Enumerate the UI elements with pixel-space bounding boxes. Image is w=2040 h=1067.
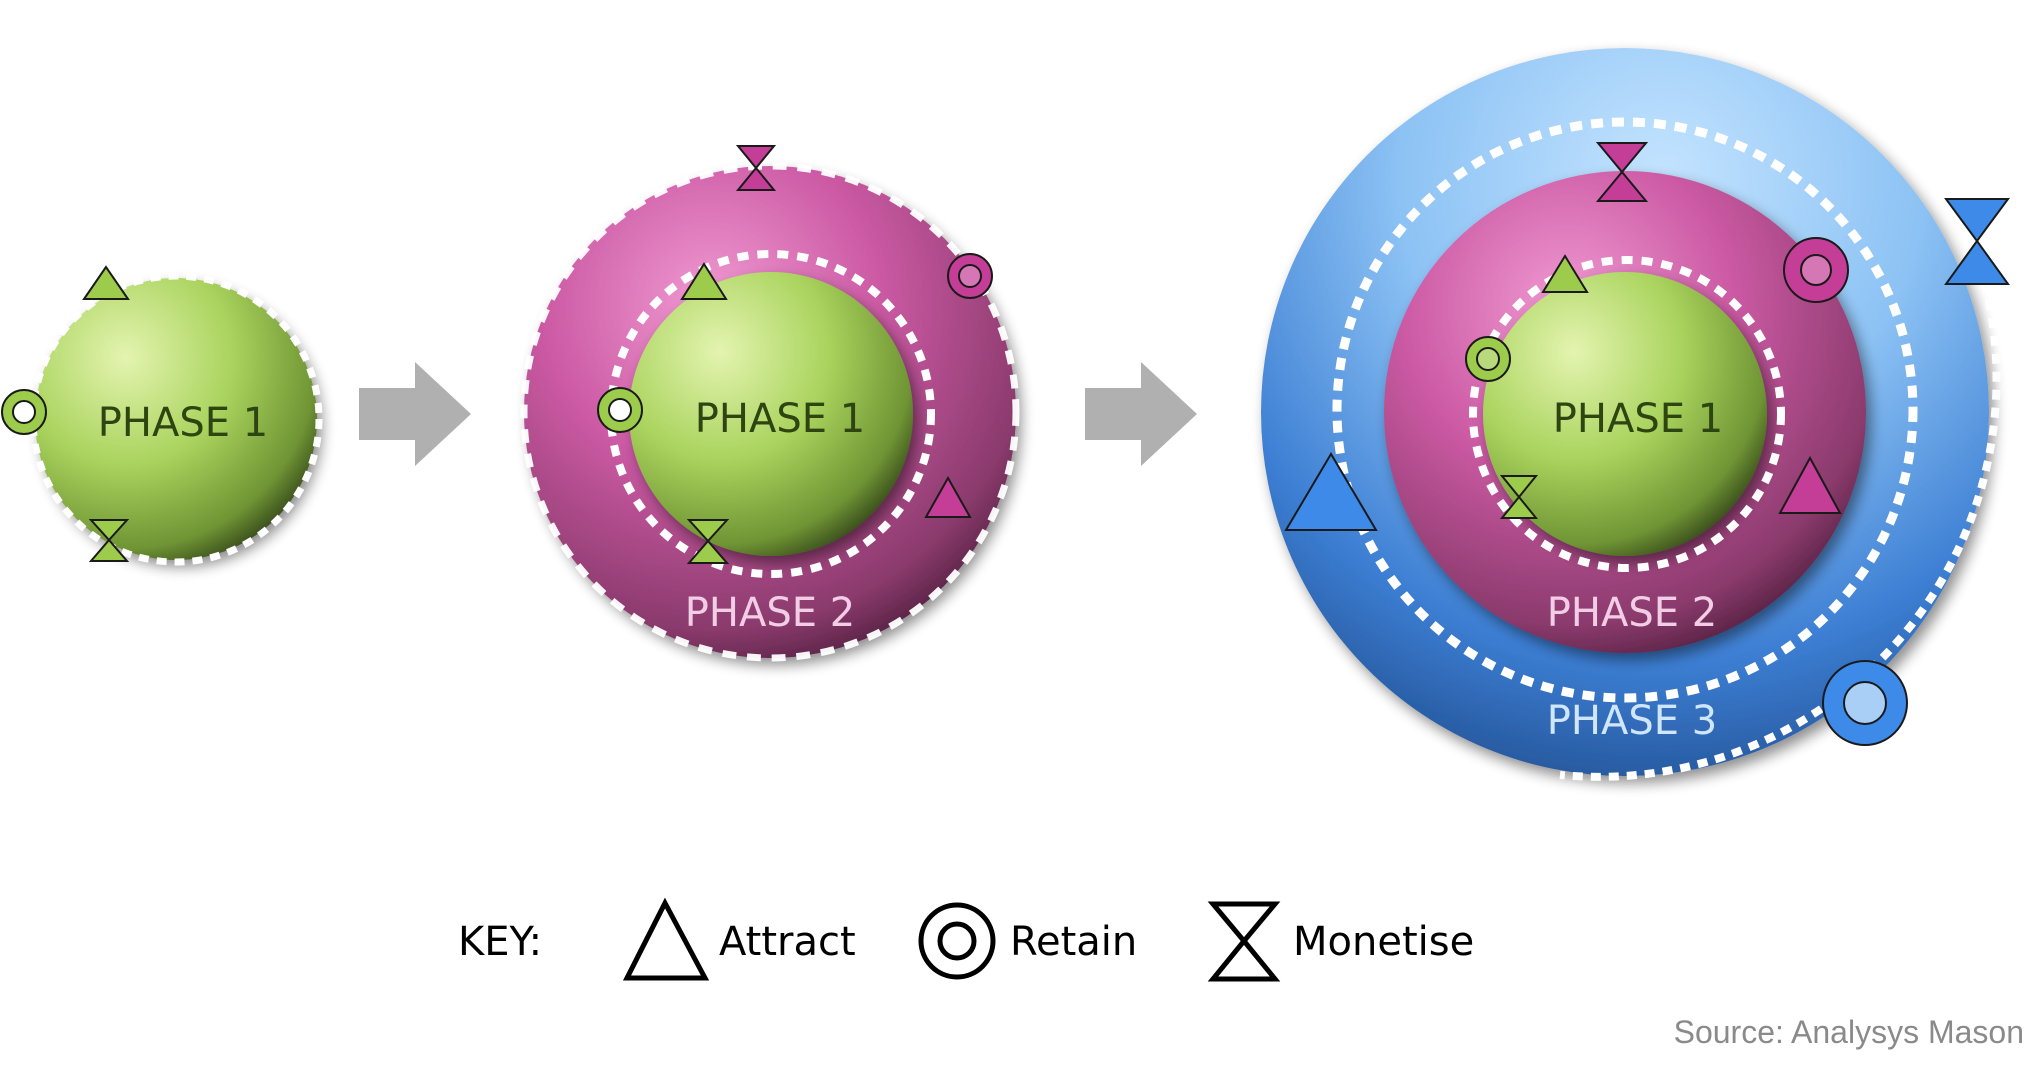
attract-marker-icon	[1778, 455, 1842, 514]
key-label-monetise: Monetise	[1293, 919, 1474, 965]
stage-2: PHASE 1 PHASE 2	[520, 145, 1020, 662]
phase3-label: PHASE 3	[1547, 698, 1717, 744]
phase1-sphere	[35, 278, 317, 560]
phase2-dotted-ring	[1332, 117, 1918, 703]
phase1-sphere	[629, 272, 913, 556]
monetise-marker-icon	[735, 145, 777, 191]
retain-marker-icon	[1822, 660, 1908, 746]
phase1-label: PHASE 1	[1553, 396, 1723, 442]
key-legend: KEY: Attract Retain Monetise	[458, 897, 1474, 982]
phase1-sphere	[1483, 272, 1767, 556]
phase1-dotted-ring	[1469, 256, 1785, 572]
phase1-dotted-ring	[29, 272, 323, 566]
phase1-label: PHASE 1	[98, 400, 268, 446]
retain-marker-icon	[597, 387, 643, 433]
monetise-marker-icon	[1499, 475, 1539, 519]
monetise-marker-icon	[686, 519, 730, 564]
attract-marker-icon	[82, 265, 130, 300]
stage-3: PHASE 1 PHASE 2 PHASE 3	[1261, 48, 2010, 781]
monetise-marker-icon	[1944, 198, 2010, 285]
retain-marker-icon	[1, 389, 47, 435]
phase3-dotted-arc	[1559, 107, 2001, 781]
double-circle-icon	[918, 902, 996, 980]
attract-marker-icon	[924, 475, 972, 518]
arrow-right-icon	[359, 362, 471, 466]
arrow-right-icon	[1085, 362, 1197, 466]
monetise-marker-icon	[1595, 142, 1649, 202]
retain-marker-icon	[1465, 336, 1511, 382]
retain-marker-icon	[947, 253, 993, 299]
source-credit: Source: Analysys Mason	[1673, 1014, 2024, 1050]
phase2-label: PHASE 2	[685, 590, 855, 636]
monetise-marker-icon	[88, 519, 130, 562]
attract-marker-icon	[1541, 254, 1589, 293]
attract-marker-icon	[680, 262, 728, 300]
stage-1: PHASE 1	[1, 265, 323, 566]
triangle-icon	[622, 897, 710, 981]
phase2-dotted-ring	[520, 162, 1020, 662]
phase2-label: PHASE 2	[1547, 590, 1717, 636]
phase1-label: PHASE 1	[695, 396, 865, 442]
attract-marker-icon	[1284, 452, 1378, 531]
retain-marker-icon	[1783, 237, 1849, 303]
key-title: KEY:	[458, 919, 542, 965]
hourglass-icon	[1207, 901, 1281, 982]
key-label-attract: Attract	[719, 919, 856, 965]
key-label-retain: Retain	[1010, 919, 1137, 965]
